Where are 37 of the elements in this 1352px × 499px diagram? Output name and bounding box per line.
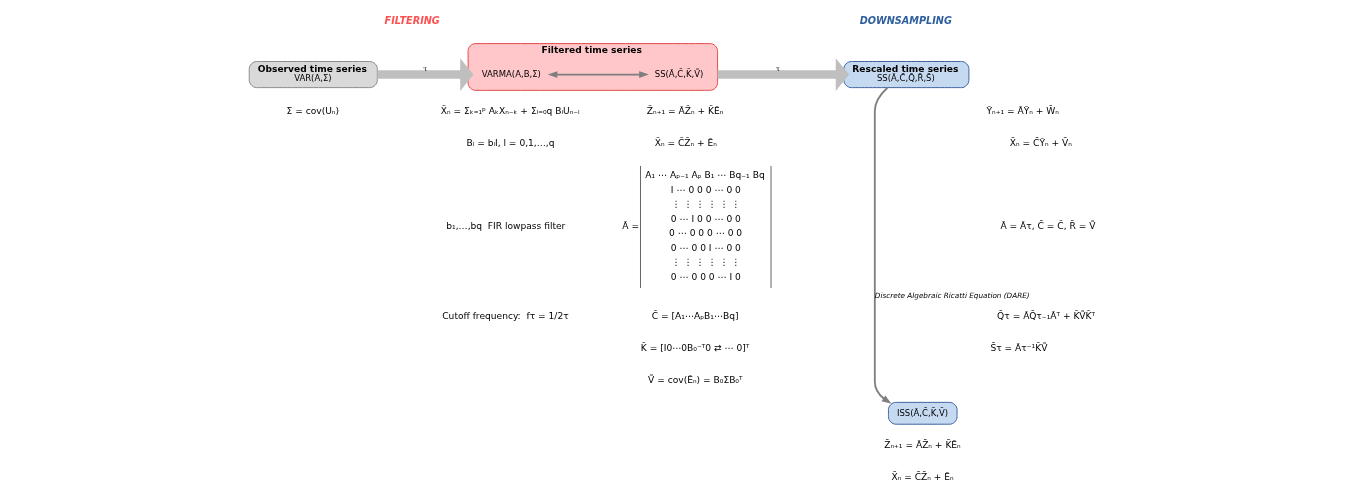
label: 0 ⋯ 0 0 0 ⋯ 0 0 [669,227,743,238]
label: Q̄τ = ÃQ̄τ₋₁Ãᵀ + K̃ṼK̃ᵀ [997,310,1096,321]
label: 0 ⋯ I 0 0 ⋯ 0 0 [670,213,741,224]
label: K̃ = [I0⋯0B₀⁻ᵀ0 ⇄ ⋯ 0]ᵀ [640,342,750,353]
label: Ṽ = cov(Ẽₙ) = B₀ΣB₀ᵀ [648,374,743,385]
arrow [377,57,474,91]
arrow [547,70,649,78]
label: X̃ₙ = Σₖ₌₁ᵖ AₖXₙ₋ₖ + Σₗ₌₀q BₗUₙ₋ₗ [440,105,580,116]
label: Bₗ = bₗI, l = 0,1,…,q [466,137,555,148]
label: Cutoff frequency: fτ = 1/2τ [442,310,569,321]
label: X̃ₙ = C̃Z̃ₙ + Ẽₙ [654,137,717,148]
label: DOWNSAMPLING [859,14,952,26]
label: S̄τ = Ãτ⁻¹K̃Ṽ [990,342,1048,353]
node-box: Observed time series VAR(A,Σ) [248,60,378,88]
node-text: VARMA(A,B,Σ) [481,68,541,79]
label: A₁ ⋯ Aₚ₋₁ Aₚ B₁ ⋯ Bq₋₁ Bq [645,169,765,180]
label: Ȳₙ₊₁ = ĀȲₙ + W̄ₙ [986,105,1059,116]
label: Ā = Ãτ, C̄ = C̃, R̄ = Ṽ [1000,220,1096,231]
label: Σ = cov(Uₙ) [286,105,340,116]
label: b₁,…,bq FIR lowpass filter [446,220,566,231]
node-box: Rescaled time series SS(Ā,C̄,Q̄,R̄,S̄) [843,60,970,88]
label: Z̃ₙ₊₁ = ÃZ̃ₙ + K̃Ẽₙ [646,105,724,116]
node-text: SS(Ã,C̃,K̃,Ṽ) [654,68,704,79]
label: Ã = [622,220,640,231]
arrow [717,57,850,91]
label: 0 ⋯ 0 0 I ⋯ 0 0 [670,242,741,253]
label: I ⋯ 0 0 0 ⋯ 0 0 [670,184,741,195]
label: Z̄ₙ₊₁ = ĀZ̄ₙ + K̄Ēₙ [884,439,961,450]
node-box: ISS(Ā,C̄,K̄,V̄) [888,401,958,425]
arrow [873,86,892,404]
label: ⋮ ⋮ ⋮ ⋮ ⋮ ⋮ [671,198,741,209]
label: FILTERING [384,14,440,26]
label: ⋮ ⋮ ⋮ ⋮ ⋮ ⋮ [671,256,741,267]
label: X̄ₙ = C̄Z̄ₙ + Ēₙ [891,471,954,482]
label: C̃ = [A₁⋯AₚB₁⋯Bq] [651,310,739,321]
label: X̄ₙ = C̄Ȳₙ + V̄ₙ [1009,137,1072,148]
label: 0 ⋯ 0 0 0 ⋯ I 0 [670,271,741,282]
